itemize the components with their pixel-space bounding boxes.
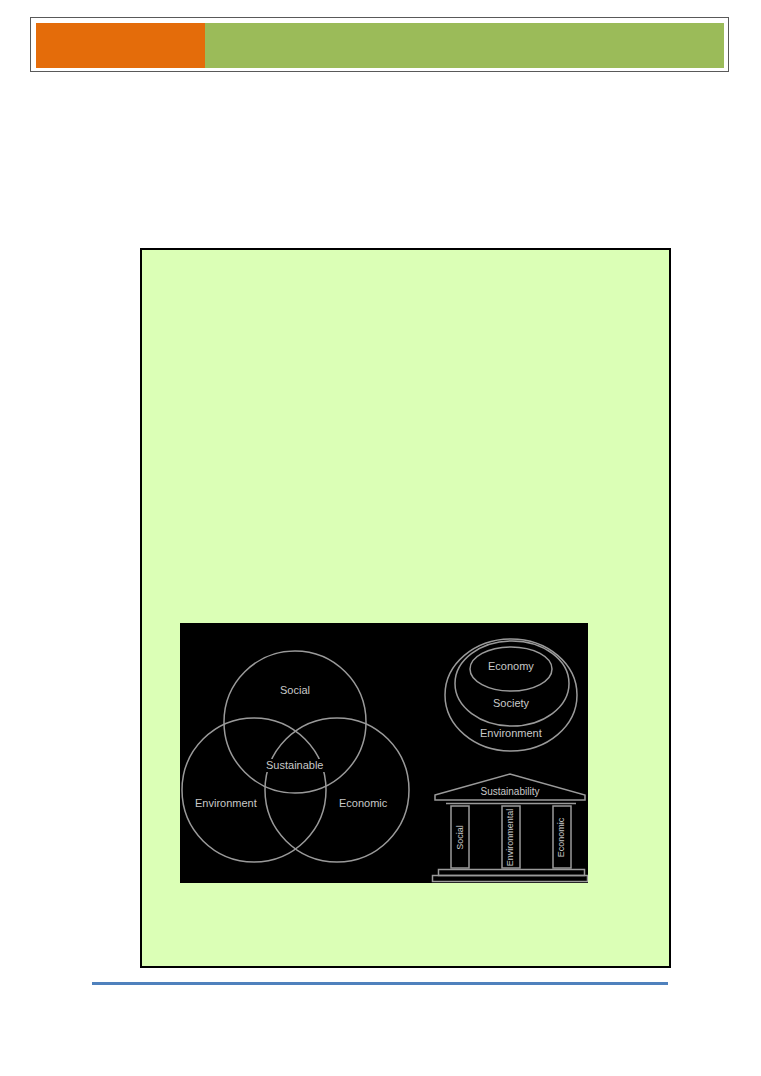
pillar: Economic — [552, 805, 572, 869]
nested-ellipse-shape — [445, 639, 577, 751]
pillar: Environmental — [501, 805, 521, 869]
pillar-shape — [451, 806, 469, 868]
pillar-shape — [553, 806, 571, 868]
bottom-rule — [92, 982, 668, 985]
venn-circle-outline — [264, 717, 410, 863]
venn-circle: Economic — [264, 717, 410, 863]
nested-ellipse-text: Economy — [486, 660, 536, 673]
nested-ellipse-text: Society — [491, 697, 531, 710]
nested-ellipse: Economy — [469, 646, 553, 692]
nested-ellipse: Society Economy — [454, 640, 570, 727]
temple-roof-text: Sustainability — [479, 786, 542, 798]
nested-ellipse-text: Environment — [478, 727, 544, 740]
venn-circle-shape — [265, 718, 409, 862]
pillar-text: Environmental — [505, 808, 516, 866]
header-orange-bar — [36, 23, 205, 68]
pillar-text: Economic — [556, 817, 567, 857]
pillar-text: Social — [454, 825, 465, 850]
nested-ellipse-shape — [455, 641, 569, 726]
nested-ellipse: Environment Society Economy — [444, 638, 578, 752]
venn-circle-text: Environment — [193, 797, 259, 810]
venn-circle-outline — [181, 717, 327, 863]
venn-circle-shape — [182, 718, 326, 862]
temple-roof-shape — [435, 774, 585, 800]
pillar: Social — [450, 805, 470, 869]
venn-circle-text: Economic — [337, 797, 389, 810]
pillar-shape — [502, 806, 520, 868]
venn-circle: Environment — [181, 717, 327, 863]
nested-ellipse-shape — [470, 647, 552, 691]
nested-ellipse-outline — [454, 640, 570, 727]
venn-circle-text: Social — [278, 684, 312, 697]
intersection-label: Sustainable — [264, 759, 326, 772]
venn-circle-outline — [223, 650, 367, 794]
header-green-bar — [205, 23, 724, 68]
illustration-ground: SocialEnvironmentEconomicEnvironmentSoci… — [180, 623, 588, 883]
venn-circle: Social — [223, 650, 367, 794]
temple-roof: Sustainability — [434, 773, 586, 801]
venn-circle-shape — [224, 651, 366, 793]
